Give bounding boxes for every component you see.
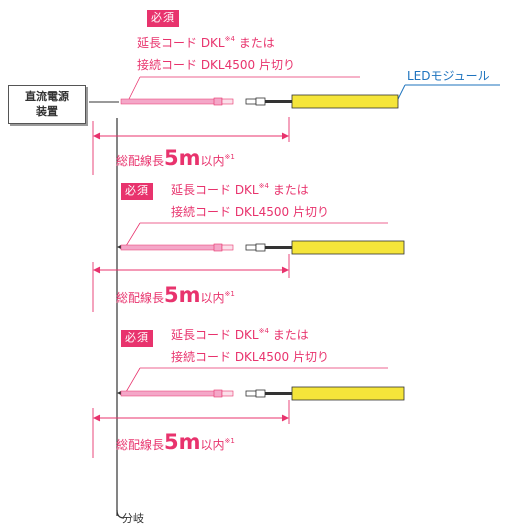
distance-prefix: 総配線長 (116, 291, 165, 305)
distance-label-1: 総配線長5m以内※1 (116, 148, 235, 169)
led-strip (291, 240, 405, 255)
branch-2-arrow-icon (117, 245, 121, 249)
required-badge-2: 必須 (121, 183, 153, 200)
power-supply-box: 直流電源 装置 (8, 85, 86, 124)
power-supply-label-line1: 直流電源 (25, 89, 69, 103)
module-plug (245, 390, 257, 397)
led-run-3 (120, 386, 405, 401)
extension-cable (120, 98, 216, 105)
distance-suffix: 以内 (200, 154, 225, 168)
cable-annotation-1-line1: 延長コード DKL※4 または (137, 35, 275, 50)
distance-prefix: 総配線長 (116, 438, 165, 452)
cable-plug (221, 244, 234, 251)
cable-annotation-1-line2: 接続コード DKL4500 片切り (137, 58, 295, 72)
branch-arrow-icon (116, 509, 125, 519)
cable-annotation-2-line1: 延長コード DKL※4 または (171, 182, 309, 197)
cable-extension-label: 延長コード DKL (171, 183, 259, 197)
led-strip (291, 94, 399, 109)
distance-value: 5m (164, 283, 201, 307)
branch-label: 分岐 (122, 512, 144, 525)
distance-note-mark: ※1 (224, 290, 235, 298)
required-badge-3: 必須 (121, 330, 153, 347)
distance-suffix: 以内 (200, 438, 225, 452)
led-strip (291, 386, 405, 401)
cable-annotation-3-line2: 接続コード DKL4500 片切り (171, 350, 329, 364)
annotation-leader-3 (125, 367, 141, 393)
power-supply-label-line2: 装置 (36, 104, 58, 118)
module-connector (255, 97, 266, 106)
cable-connector (213, 243, 223, 252)
module-lead (265, 100, 292, 103)
led-label-leader (397, 84, 406, 100)
cable-note-mark: ※4 (258, 182, 269, 190)
annotation-leader-1 (127, 76, 141, 102)
branch-3-arrow-icon (117, 391, 121, 395)
cable-annotation-3-line1: 延長コード DKL※4 または (171, 327, 309, 342)
cable-connector (213, 97, 223, 106)
led-run-2 (120, 240, 405, 255)
cable-suffix-label: または (272, 183, 309, 197)
distance-suffix: 以内 (200, 291, 225, 305)
cable-note-mark: ※4 (258, 327, 269, 335)
cable-plug (221, 98, 234, 105)
cable-connector (213, 389, 223, 398)
cable-annotation-2-line2: 接続コード DKL4500 片切り (171, 205, 329, 219)
cable-note-mark: ※4 (224, 35, 235, 43)
cable-extension-label: 延長コード DKL (171, 328, 259, 342)
distance-note-mark: ※1 (224, 153, 235, 161)
distance-bracket-3 (92, 400, 290, 458)
cable-plug (221, 390, 234, 397)
distance-bracket-1 (92, 117, 290, 175)
distance-label-3: 総配線長5m以内※1 (116, 432, 235, 453)
extension-cable (120, 244, 216, 251)
distance-label-2: 総配線長5m以内※1 (116, 285, 235, 306)
module-plug (245, 244, 257, 251)
module-connector (255, 389, 266, 398)
cable-suffix-label: または (238, 36, 275, 50)
cable-extension-label: 延長コード DKL (137, 36, 225, 50)
distance-bracket-2 (92, 254, 290, 312)
module-lead (265, 392, 292, 395)
distance-value: 5m (164, 146, 201, 170)
module-plug (245, 98, 257, 105)
distance-value: 5m (164, 430, 201, 454)
module-connector (255, 243, 266, 252)
cable-suffix-label: または (272, 328, 309, 342)
distance-note-mark: ※1 (224, 437, 235, 445)
required-badge-1: 必須 (147, 10, 179, 27)
led-run-1 (120, 94, 399, 109)
distance-prefix: 総配線長 (116, 154, 165, 168)
annotation-leader-2 (125, 222, 141, 247)
extension-cable (120, 390, 216, 397)
led-module-label: LEDモジュール (407, 69, 490, 83)
module-lead (265, 246, 292, 249)
